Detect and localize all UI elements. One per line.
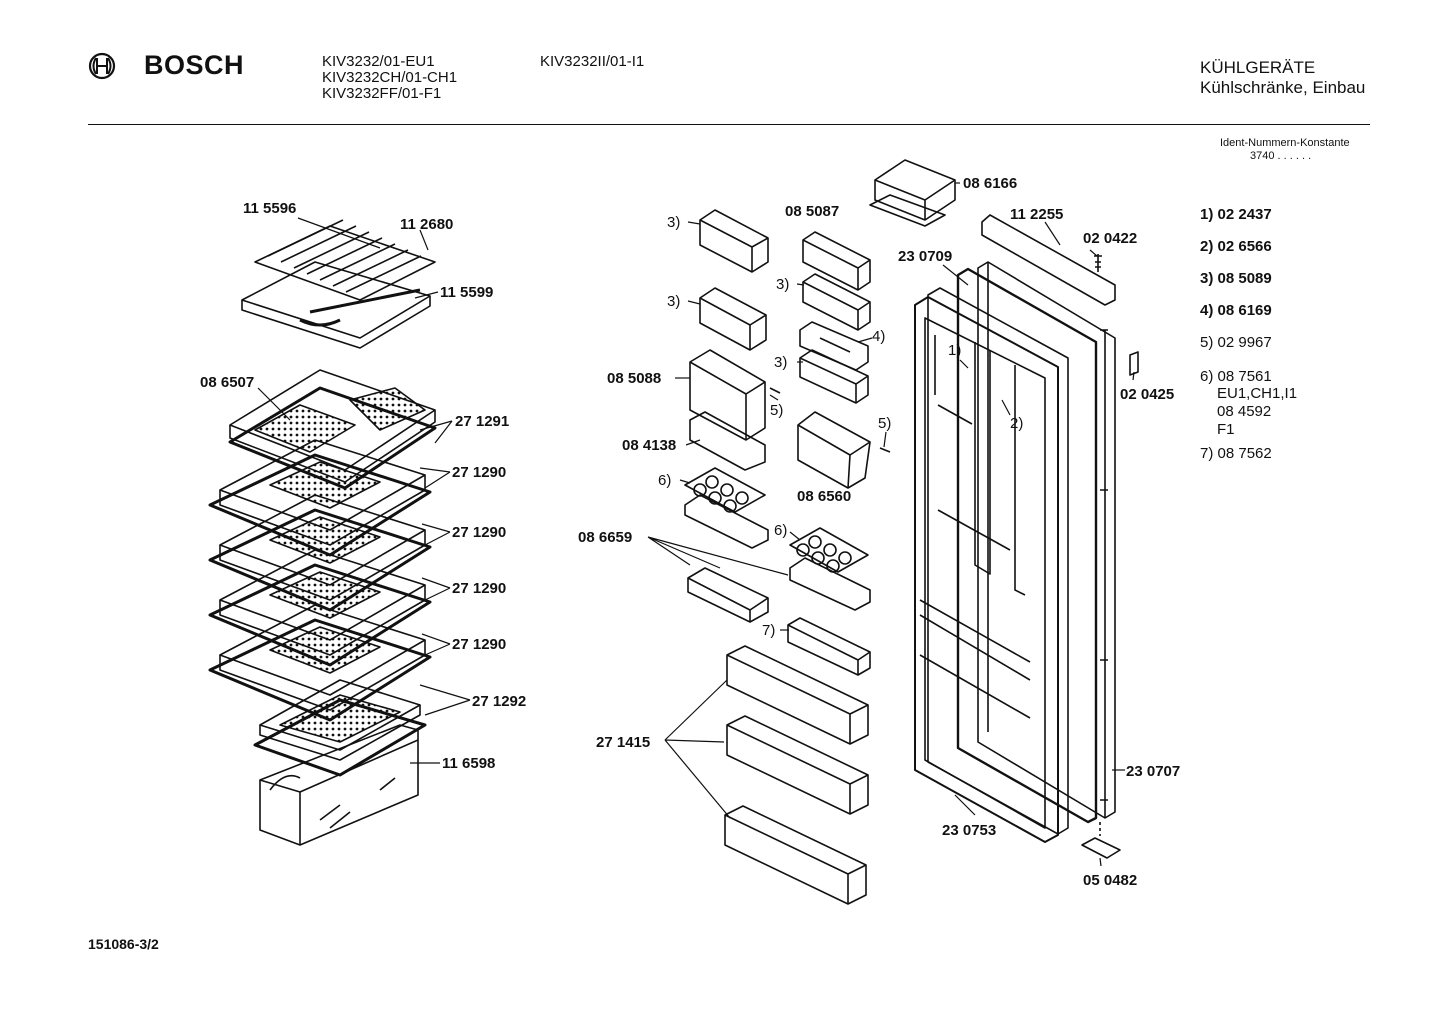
reference-marker: 1) [948, 342, 962, 359]
header-divider [88, 124, 1370, 125]
reference-marker: 3) [667, 214, 681, 231]
legend-item: 6) 08 7561 [1200, 368, 1272, 385]
legend-item: 1) 02 2437 [1200, 206, 1272, 223]
legend-item: 5) 02 9967 [1200, 334, 1272, 351]
glass-shelf-drawing [210, 550, 430, 665]
crisper-drawer-drawing [260, 725, 418, 845]
door-shelf-drawing [725, 806, 866, 904]
door-bin-drawing [700, 210, 768, 272]
model-number: KIV3232FF/01-F1 [322, 85, 442, 102]
reference-marker: 3) [667, 293, 681, 310]
door-panel-drawing [915, 262, 1115, 842]
part-label: 08 6659 [578, 529, 633, 546]
model-number: KIV3232CH/01-CH1 [322, 69, 458, 86]
legend-item: EU1,CH1,I1 [1217, 385, 1298, 402]
document-number: 151086-3/2 [88, 936, 159, 952]
ident-label: Ident-Nummern-Konstante [1220, 137, 1350, 149]
part-label: 11 2680 [400, 216, 454, 233]
model-list-primary: KIV3232/01-EU1 KIV3232CH/01-CH1 KIV3232F… [322, 54, 457, 102]
glass-shelf-drawing [255, 680, 425, 775]
reference-marker: 6) [774, 522, 788, 539]
category-title: KÜHLGERÄTE [1200, 58, 1316, 77]
hinge-bracket-drawing [1082, 822, 1120, 858]
leader-lines [258, 183, 1134, 866]
category-subtitle: Kühlschränke, Einbau [1200, 78, 1366, 97]
part-label: 08 6166 [963, 175, 1018, 192]
ident-value: 3740 . . . . . . [1250, 150, 1312, 162]
part-label: 11 5596 [243, 200, 297, 217]
part-label: 08 4138 [622, 437, 677, 454]
part-label: 27 1291 [455, 413, 510, 430]
part-label: 11 6598 [442, 755, 496, 772]
dairy-compartment-drawing [690, 350, 765, 470]
reference-marker: 2) [1010, 415, 1024, 432]
part-label: 27 1290 [452, 464, 507, 481]
part-label: 27 1292 [472, 693, 527, 710]
glass-shelf-drawing [210, 605, 430, 720]
egg-box-drawing [688, 568, 768, 622]
part-label: 02 0425 [1120, 386, 1175, 403]
part-label: 27 1290 [452, 524, 507, 541]
model-number: KIV3232/01-EU1 [322, 53, 435, 70]
part-label: 08 6507 [200, 374, 255, 391]
part-label: 08 5087 [785, 203, 840, 220]
reference-marker: 3) [776, 276, 790, 293]
bosch-logo-icon [88, 52, 116, 80]
door-bin-drawing [800, 322, 868, 403]
legend-item: F1 [1217, 421, 1235, 438]
reference-marker: 6) [658, 472, 672, 489]
part-label: 27 1290 [452, 636, 507, 653]
door-bin-drawing [700, 288, 766, 350]
part-label: 11 2255 [1010, 206, 1064, 223]
dairy-compartment-drawing [798, 412, 870, 488]
part-label: 23 0709 [898, 248, 953, 265]
part-label: 08 5088 [607, 370, 662, 387]
door-shelf-drawing [727, 646, 868, 744]
legend-item: 2) 02 6566 [1200, 238, 1272, 255]
brand-name: BOSCH [144, 50, 245, 80]
legend-item: 7) 08 7562 [1200, 445, 1272, 462]
reference-marker: 3) [774, 354, 788, 371]
egg-tray-drawing [790, 528, 870, 610]
reference-marker: 5) [770, 402, 784, 419]
part-label: 23 0753 [942, 822, 997, 839]
part-label: 23 0707 [1126, 763, 1181, 780]
screw-drawing [770, 254, 1138, 452]
door-bin-drawing [803, 232, 870, 330]
part-label: 27 1415 [596, 734, 651, 751]
door-shelf-drawing [727, 716, 868, 814]
part-label: 11 5599 [440, 284, 494, 301]
model-number-secondary: KIV3232II/01-I1 [540, 53, 645, 70]
hinge-bar-drawing [982, 215, 1115, 305]
freezer-compartment-drawing [870, 160, 955, 226]
part-label: 08 6560 [797, 488, 852, 505]
part-label: 27 1290 [452, 580, 507, 597]
wire-shelf-drawing [242, 220, 435, 348]
part-label: 02 0422 [1083, 230, 1138, 247]
legend-item: 4) 08 6169 [1200, 302, 1272, 319]
door-bin-drawing [788, 618, 870, 675]
reference-marker: 7) [762, 622, 776, 639]
part-label: 05 0482 [1083, 872, 1138, 889]
legend-item: 3) 08 5089 [1200, 270, 1272, 287]
reference-marker: 4) [872, 328, 886, 345]
reference-marker: 5) [878, 415, 892, 432]
egg-tray-drawing [685, 468, 768, 548]
legend-item: 08 4592 [1217, 403, 1272, 420]
